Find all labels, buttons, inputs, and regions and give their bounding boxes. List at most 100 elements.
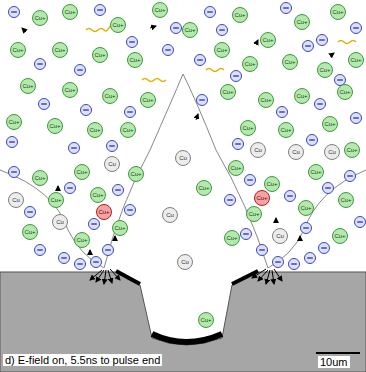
particle-label: Cu [181, 259, 189, 265]
particle-label: Cu+ [296, 19, 307, 25]
particle-label: Cu+ [34, 175, 45, 181]
copper-ion: Cu+ [10, 42, 26, 58]
particle-label: Cu+ [98, 209, 109, 215]
copper-ion: Cu+ [20, 78, 36, 94]
copper-ion: Cu+ [128, 166, 144, 182]
copper-ion: Cu+ [322, 116, 338, 132]
copper-ion: Cu+ [112, 220, 128, 236]
particle-label: Cu+ [112, 22, 123, 28]
particle-label: Cu+ [114, 225, 125, 231]
particle-label: Cu+ [129, 57, 140, 63]
copper-ion: Cu+ [228, 160, 244, 176]
copper-ion: Cu+ [52, 42, 68, 58]
copper-ion: Cu+ [242, 56, 258, 72]
particle-label: Cu [108, 161, 116, 167]
copper-substrate [0, 272, 366, 372]
particle-label: Cu+ [262, 37, 273, 43]
scale-label: 10um [318, 356, 350, 368]
copper-ion: Cu+ [308, 164, 324, 180]
particle-label: Cu+ [260, 97, 271, 103]
particle-label: Cu+ [22, 83, 33, 89]
particle-label: Cu+ [89, 127, 100, 133]
particle-label: Cu+ [340, 197, 351, 203]
particle-label: Cu [12, 197, 20, 203]
copper-ion: Cu+ [330, 4, 346, 20]
particle-label: Cu+ [49, 123, 60, 129]
panel-caption: d) E-field on, 5.5ns to pulse end [3, 354, 162, 366]
particle-label: Cu+ [284, 59, 295, 65]
copper-atom: Cu [250, 142, 266, 158]
copper-ion: Cu+ [278, 122, 294, 138]
particle-label: Cu+ [92, 192, 103, 198]
particle-label: Cu+ [248, 211, 259, 217]
particle-label: Cu+ [310, 169, 321, 175]
particle-label: Cu+ [94, 52, 105, 58]
particle-label: Cu+ [230, 165, 241, 171]
particle-label: Cu+ [216, 47, 227, 53]
copper-ion: Cu+ [127, 52, 143, 68]
particle-label: Cu+ [198, 185, 209, 191]
particle-label: Cu+ [300, 205, 311, 211]
crater-bottom-melt [152, 334, 222, 342]
copper-ion: Cu+ [196, 180, 212, 196]
copper-ion: Cu+ [32, 10, 48, 26]
copper-ion: Cu+ [338, 192, 354, 208]
particle-label: Cu+ [122, 127, 133, 133]
copper-ion: Cu+ [32, 170, 48, 186]
copper-ion: Cu+ [232, 7, 248, 23]
copper-ion: Cu+ [47, 118, 63, 134]
copper-atom: Cu [177, 254, 193, 270]
particle-label: Cu+ [339, 89, 350, 95]
particle-label: Cu+ [76, 169, 87, 175]
particle-label: Cu+ [256, 195, 267, 201]
copper-ion: Cu+ [87, 122, 103, 138]
copper-ion: Cu+ [348, 52, 364, 68]
particle-label: Cu+ [350, 57, 361, 63]
particle-label: Cu+ [50, 197, 61, 203]
particle-label: Cu+ [154, 7, 165, 13]
particle-label: Cu [56, 219, 64, 225]
copper-ion: Cu+ [92, 47, 108, 63]
particle-label: Cu+ [142, 97, 153, 103]
particle-label: Cu+ [242, 125, 253, 131]
copper-ion: Cu+ [22, 224, 38, 240]
copper-atom: Cu [175, 150, 191, 166]
copper-ion: Cu+ [254, 190, 270, 206]
copper-ion: Cu+ [337, 84, 353, 100]
particle-label: Cu+ [296, 93, 307, 99]
copper-ion: Cu+ [240, 120, 256, 136]
particle-label: Cu+ [64, 9, 75, 15]
particle-label: Cu+ [266, 181, 277, 187]
copper-ion: Cu+ [294, 88, 310, 104]
copper-atom: Cu [52, 214, 68, 230]
particle-label: Cu+ [76, 237, 87, 243]
particle-label: Cu+ [104, 93, 115, 99]
particle-label: Cu [292, 149, 300, 155]
melt-rim [116, 271, 140, 284]
particle-label: Cu+ [64, 87, 75, 93]
copper-ion: Cu+ [96, 204, 112, 220]
particle-label: Cu+ [332, 9, 343, 15]
copper-ion: Cu+ [294, 14, 310, 30]
particle-label: Cu+ [222, 89, 233, 95]
melt-rim [232, 271, 258, 284]
copper-ion: Cu+ [152, 2, 168, 18]
copper-atom: Cu [162, 207, 178, 223]
copper-ion: Cu+ [90, 187, 106, 203]
particle-label: Cu [328, 149, 336, 155]
copper-atom: Cu [104, 156, 120, 172]
copper-ion: Cu+ [264, 176, 280, 192]
copper-atom: Cu [288, 144, 304, 160]
copper-ion: Cu+ [182, 22, 198, 38]
particle-label: Cu+ [280, 127, 291, 133]
copper-ion: Cu+ [258, 92, 274, 108]
copper-ion: Cu+ [120, 122, 136, 138]
copper-atom: Cu [8, 192, 24, 208]
particle-label: Cu+ [8, 119, 19, 125]
electron-symbols [7, 3, 366, 270]
copper-ion: Cu+ [317, 62, 333, 78]
particle-label: Cu+ [200, 317, 211, 323]
copper-ion: Cu+ [74, 232, 90, 248]
particle-label: Cu+ [34, 15, 45, 21]
particle-label: Cu [254, 147, 262, 153]
